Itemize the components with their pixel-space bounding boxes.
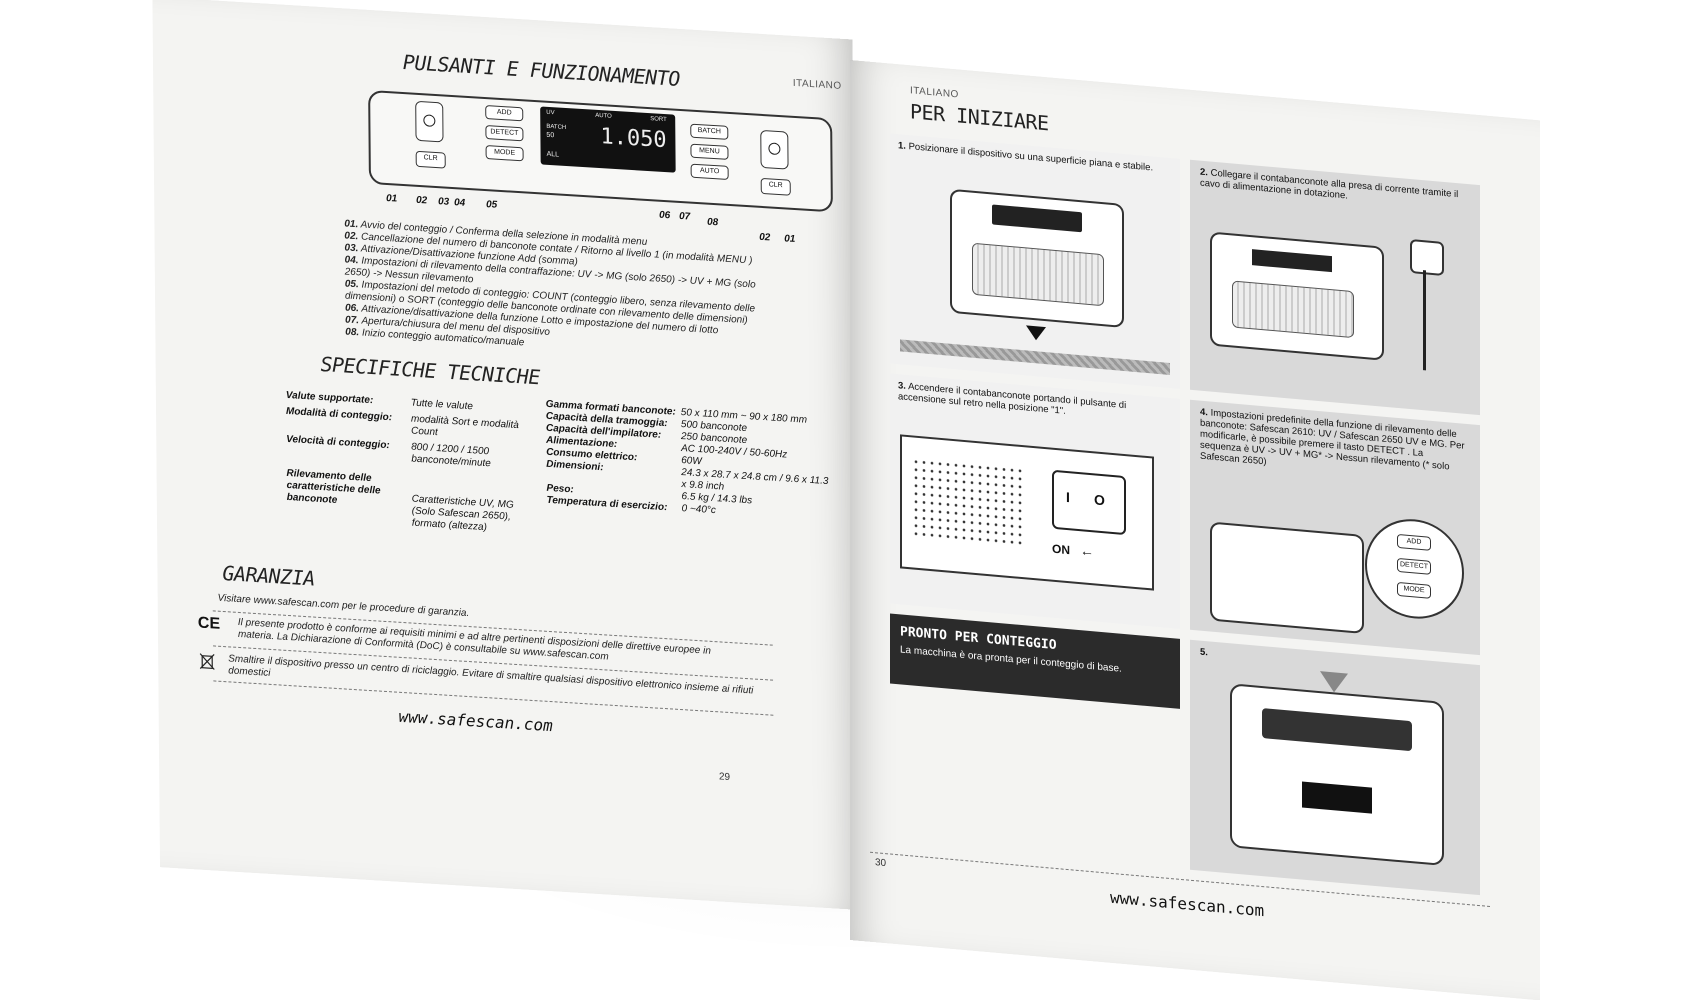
callout-08: 08 (707, 216, 719, 229)
website-link[interactable]: www.safescan.com (1110, 887, 1265, 921)
step-2-panel: 2. Collegare il contabanconote alla pres… (1190, 159, 1480, 416)
page-number: 30 (875, 857, 887, 870)
section-title-warranty: GARANZIA (222, 560, 315, 591)
specs-right-column: Gamma formati banconote:50 x 110 mm ~ 90… (546, 399, 847, 525)
callout-06: 06 (659, 209, 671, 222)
clr-button-right: CLR (760, 177, 791, 196)
mode-button: MODE (1397, 581, 1431, 599)
counter-front-illustration (1230, 683, 1444, 866)
add-button: ADD (1397, 533, 1431, 551)
callout-05: 05 (486, 199, 498, 211)
counter-illustration (1210, 231, 1384, 361)
ready-banner: PRONTO PER CONTEGGIO La macchina è ora p… (890, 613, 1180, 709)
arrow-down-icon (1026, 325, 1046, 342)
callout-03: 03 (438, 196, 450, 208)
ce-mark-icon: CE (197, 614, 221, 633)
step-1-text: 1. Posizionare il dispositivo su una sup… (898, 140, 1154, 174)
counter-illustration (1210, 521, 1364, 634)
mode-button: MODE (485, 145, 524, 162)
lcd-all: ALL (546, 150, 560, 159)
power-socket-icon (1410, 238, 1444, 276)
start-button-right (760, 129, 789, 170)
step-4-panel: 4. Impostazioni predefinite della funzio… (1190, 399, 1480, 656)
rear-panel-illustration: I O ON ← (900, 434, 1154, 591)
table-surface (900, 339, 1170, 375)
specs-left-column: Valute supportate:Tutte le valute Modali… (286, 390, 537, 537)
lcd-batch-value: 50 (546, 131, 555, 140)
start-icon (423, 114, 436, 127)
callout-01: 01 (386, 192, 398, 205)
lcd-display: UV AUTO SORT BATCH 50 1.050 ALL (540, 106, 676, 173)
detect-zoom-circle: ADD DETECT MODE (1365, 515, 1464, 623)
clr-button-left: CLR (415, 150, 446, 169)
callout-02: 02 (416, 194, 428, 207)
arrow-down-icon (1320, 671, 1348, 694)
power-switch: I O (1052, 469, 1126, 536)
menu-button: MENU (690, 143, 729, 160)
lcd-uv: UV (546, 109, 555, 117)
add-button: ADD (485, 105, 524, 122)
power-cable (1423, 270, 1426, 371)
switch-off-symbol: O (1094, 491, 1105, 509)
step-1-panel: 1. Posizionare il dispositivo su una sup… (890, 133, 1180, 389)
switch-on-label: ON (1052, 541, 1070, 558)
detect-button: DETECT (1397, 557, 1431, 575)
lcd-auto: AUTO (595, 112, 612, 120)
step-2-text: 2. Collegare il contabanconote alla pres… (1200, 166, 1459, 202)
booklet-spread: PULSANTI E FUNZIONAMENTO ITALIANO CLR AD… (152, 0, 1540, 1000)
callouts-left: 01 02 03 04 05 (152, 0, 852, 211)
switch-on-symbol: I (1066, 488, 1070, 506)
callout-04: 04 (454, 197, 466, 209)
section-title-specs: SPECIFICHE TECNICHE (320, 351, 540, 390)
language-label: ITALIANO (792, 77, 842, 92)
batch-button: BATCH (690, 123, 729, 140)
step-5-panel: 5. (1190, 639, 1480, 896)
language-label: ITALIANO (910, 85, 959, 101)
counter-illustration (950, 188, 1124, 328)
detect-button: DETECT (485, 125, 524, 142)
callout-02-right: 02 (759, 231, 771, 244)
auto-button: AUTO (690, 163, 729, 180)
callout-07: 07 (679, 210, 691, 223)
weee-bin-icon (198, 651, 216, 670)
left-page: PULSANTI E FUNZIONAMENTO ITALIANO CLR AD… (152, 0, 860, 911)
function-list: 01. Avvio del conteggio / Conferma della… (344, 218, 775, 364)
lcd-sort: SORT (650, 116, 667, 124)
arrow-left-icon: ← (1080, 542, 1094, 560)
step-5-number: 5. (1200, 646, 1208, 659)
page-number: 29 (718, 771, 731, 784)
start-button-left (415, 100, 444, 143)
step-4-text: 4. Impostazioni predefinite della funzio… (1200, 406, 1465, 473)
section-title-buttons: PULSANTI E FUNZIONAMENTO (402, 49, 680, 91)
lcd-batch: BATCH (546, 123, 567, 131)
control-panel-diagram: CLR ADD DETECT MODE UV AUTO SORT BATCH 5… (368, 89, 833, 213)
callouts-right: 06 07 08 02 01 (152, 0, 852, 245)
spec-row: Rilevamento delle caratteristiche delle … (286, 467, 514, 534)
section-title-start: PER INIZIARE (910, 99, 1049, 136)
callout-01-right: 01 (784, 233, 796, 246)
website-link[interactable]: www.safescan.com (398, 706, 553, 736)
step-3-text: 3. Accendere il contabanconote portando … (898, 380, 1127, 417)
lcd-count: 1.050 (600, 124, 667, 154)
right-page: ITALIANO PER INIZIARE 1. Posizionare il … (850, 60, 1540, 1000)
start-icon (768, 142, 781, 156)
step-3-panel: 3. Accendere il contabanconote portando … (890, 373, 1180, 629)
banknote-stack (1262, 708, 1412, 752)
